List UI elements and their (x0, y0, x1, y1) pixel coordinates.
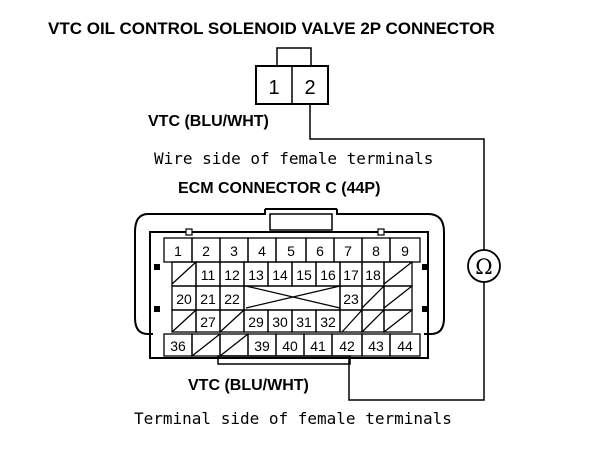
ecm-pin: 27 (200, 314, 216, 330)
ecm-pin: 43 (368, 338, 384, 354)
ohmmeter-icon: Ω (467, 249, 501, 283)
ecm-pin: 39 (254, 338, 270, 354)
ecm-pin: 3 (230, 243, 238, 259)
ecm-pin: 11 (201, 267, 216, 283)
ecm-pin: 18 (365, 267, 381, 283)
ecm-pin: 2 (202, 243, 210, 259)
ecm-pin: 5 (287, 243, 295, 259)
ecm-pin: 6 (316, 243, 324, 259)
ecm-pin: 31 (296, 314, 312, 330)
ecm-pin: 40 (282, 338, 298, 354)
ecm-pin: 1 (174, 243, 182, 259)
ecm-pin: 7 (344, 243, 352, 259)
ecm-pin: 12 (224, 267, 240, 283)
ecm-pin: 15 (296, 267, 312, 283)
ecm-connector-title: ECM CONNECTOR C (44P) (178, 180, 380, 197)
solenoid-pin-1: 1 (268, 77, 279, 99)
diagram-title: VTC OIL CONTROL SOLENOID VALVE 2P CONNEC… (48, 19, 495, 38)
vtc-wire-label-top: VTC (BLU/WHT) (148, 113, 269, 130)
solenoid-pin-2: 2 (304, 77, 315, 99)
vtc-wire-label-bottom: VTC (BLU/WHT) (188, 377, 309, 394)
ecm-pin: 22 (224, 291, 240, 307)
ecm-pin: 8 (372, 243, 380, 259)
ecm-pin: 16 (320, 267, 336, 283)
ecm-pin: 14 (272, 267, 288, 283)
ecm-pin: 23 (343, 291, 359, 307)
ecm-pin: 36 (170, 338, 186, 354)
wire-side-label: Wire side of female terminals (154, 149, 433, 168)
ecm-pin-42: 42 (339, 338, 355, 354)
solenoid-2p-connector: 1 2 (255, 47, 329, 105)
ecm-pin: 13 (248, 267, 264, 283)
ecm-pin: 32 (320, 314, 336, 330)
terminal-side-label: Terminal side of female terminals (134, 409, 452, 428)
svg-text:Ω: Ω (475, 255, 492, 279)
test-wire (309, 104, 485, 401)
ecm-pin: 4 (258, 243, 266, 259)
ecm-pin: 44 (397, 338, 413, 354)
ecm-connector-c-44p: 1 2 3 4 5 6 7 8 9 11 12 13 14 15 16 17 1… (134, 208, 445, 365)
ecm-pin: 41 (310, 338, 326, 354)
ecm-pin: 17 (343, 267, 359, 283)
ecm-pin: 9 (401, 243, 409, 259)
ecm-pin: 20 (176, 291, 192, 307)
ecm-pin: 30 (272, 314, 288, 330)
ecm-pin: 29 (248, 314, 264, 330)
ecm-pin: 21 (200, 291, 216, 307)
